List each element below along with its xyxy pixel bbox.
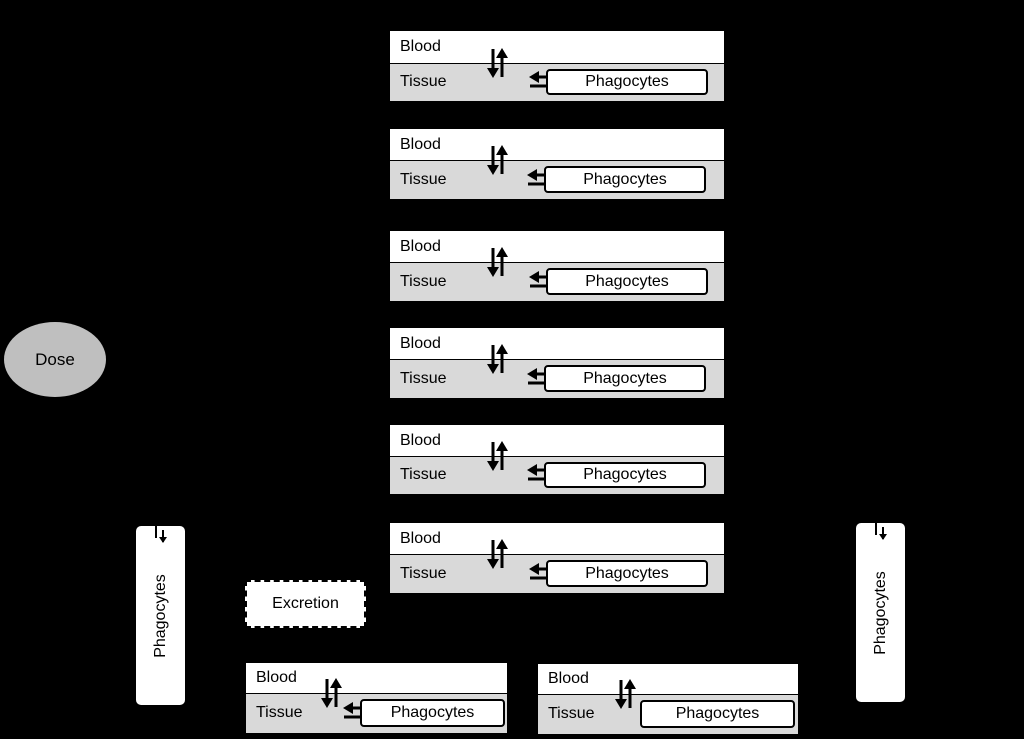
exchange-arrow-icon (155, 526, 167, 543)
phagocytes-box: Phagocytes (640, 700, 795, 728)
blood-label: Blood (256, 669, 297, 686)
phagocytes-box: Phagocytes (546, 69, 708, 95)
phagocytes-pool-left-label: Phagocytes (151, 573, 169, 658)
blood-layer: Blood (390, 231, 724, 263)
blood-tissue-exchange-icon (487, 539, 508, 569)
blood-label: Blood (400, 431, 441, 449)
blood-layer: Blood (390, 129, 724, 161)
blood-label: Blood (400, 529, 441, 547)
phagocytes-box: Phagocytes (546, 268, 708, 295)
blood-label: Blood (400, 135, 441, 153)
phagocytes-pool-right-label: Phagocytes (871, 570, 889, 655)
phagocytes-box: Phagocytes (546, 560, 708, 587)
blood-tissue-exchange-icon (615, 679, 636, 709)
phagocytes-box: Phagocytes (544, 462, 706, 488)
tissue-label: Tissue (400, 73, 447, 90)
blood-tissue-exchange-icon (487, 344, 508, 374)
tissue-label: Tissue (400, 466, 447, 483)
tissue-label: Tissue (256, 704, 303, 721)
exchange-arrow-icon (875, 523, 887, 540)
organ-compartment-4: Blood Tissue Phagocytes (390, 328, 724, 398)
tissue-label: Tissue (400, 272, 447, 290)
blood-tissue-exchange-icon (321, 678, 342, 708)
tissue-label: Tissue (400, 564, 447, 582)
blood-layer: Blood (538, 664, 798, 695)
phagocytes-box: Phagocytes (544, 166, 706, 193)
blood-label: Blood (400, 334, 441, 352)
tissue-label: Tissue (400, 170, 447, 188)
blood-label: Blood (548, 670, 589, 687)
excretion-label: Excretion (272, 595, 339, 612)
blood-layer: Blood (390, 328, 724, 360)
blood-layer: Blood (246, 663, 507, 694)
blood-label: Blood (400, 38, 441, 55)
organ-compartment-7: Blood Tissue Phagocytes (246, 663, 507, 733)
organ-compartment-8: Blood Tissue Phagocytes (538, 664, 798, 734)
phagocytes-box: Phagocytes (360, 699, 505, 727)
phagocytes-pool-left: Phagocytes (136, 526, 185, 705)
dose-node: Dose (4, 322, 106, 397)
blood-tissue-exchange-icon (487, 48, 508, 78)
organ-compartment-1: Blood Tissue Phagocytes (390, 31, 724, 101)
tissue-label: Tissue (548, 705, 595, 722)
tissue-label: Tissue (400, 369, 447, 387)
organ-compartment-3: Blood Tissue Phagocytes (390, 231, 724, 301)
organ-compartment-2: Blood Tissue Phagocytes (390, 129, 724, 199)
blood-label: Blood (400, 237, 441, 255)
dose-label: Dose (35, 349, 75, 369)
blood-layer: Blood (390, 31, 724, 64)
phagocytes-box: Phagocytes (544, 365, 706, 392)
blood-tissue-exchange-icon (487, 441, 508, 471)
blood-layer: Blood (390, 523, 724, 555)
organ-compartment-6: Blood Tissue Phagocytes (390, 523, 724, 593)
organ-compartment-5: Blood Tissue Phagocytes (390, 425, 724, 494)
blood-tissue-exchange-icon (487, 145, 508, 175)
blood-layer: Blood (390, 425, 724, 457)
phagocytes-pool-right: Phagocytes (856, 523, 905, 702)
blood-tissue-exchange-icon (487, 247, 508, 277)
excretion-node: Excretion (245, 580, 366, 628)
